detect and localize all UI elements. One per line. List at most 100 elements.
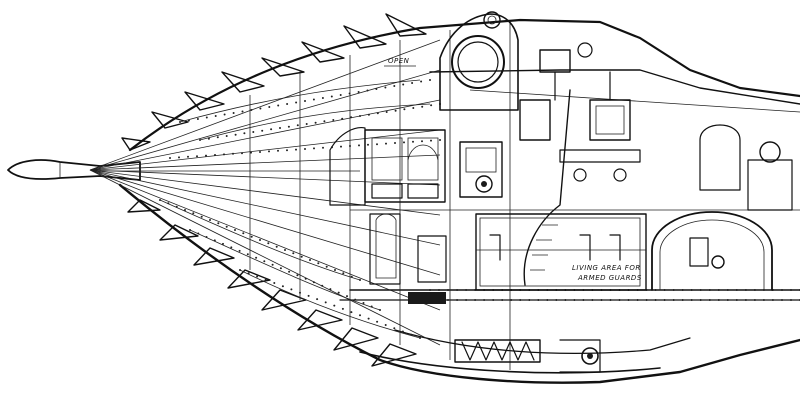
rivet (555, 299, 558, 301)
rivet (349, 145, 351, 147)
rivet (333, 304, 336, 307)
rivet (410, 333, 413, 336)
rivet (271, 263, 274, 266)
rivet (314, 121, 317, 124)
rivet (199, 139, 201, 141)
rivet (209, 219, 211, 221)
rivet (348, 92, 351, 95)
rivet (350, 311, 353, 314)
rivet (292, 252, 295, 255)
rivet (708, 299, 711, 301)
rivet (205, 236, 208, 238)
rivet (216, 136, 219, 139)
rivet (322, 146, 324, 149)
rivet (250, 235, 253, 238)
rivet (735, 299, 738, 301)
rivet (250, 151, 252, 154)
rivet (419, 337, 421, 339)
rivet (726, 289, 729, 291)
rivet (753, 299, 756, 301)
rivet (232, 152, 234, 155)
rivet (268, 150, 270, 153)
rivet (379, 309, 381, 311)
rivet (366, 89, 369, 92)
rivet (393, 327, 396, 330)
open-label-group: OPEN (384, 57, 416, 67)
rivet (618, 299, 621, 301)
rivet (362, 302, 365, 304)
rivet (239, 269, 241, 271)
rivet (222, 242, 224, 245)
rivet (762, 299, 765, 301)
rivet (329, 288, 332, 291)
rivet (252, 131, 255, 133)
rivet (385, 111, 388, 113)
living-area-label-line2: ARMED GUARDS (577, 274, 642, 282)
rivet (412, 140, 414, 143)
rivet (359, 279, 361, 281)
rivet (726, 299, 729, 301)
rivet (519, 299, 522, 301)
rivet (339, 94, 342, 96)
rivet (296, 124, 299, 127)
rivet (465, 299, 468, 301)
rivet (273, 282, 276, 284)
rivet (501, 299, 504, 301)
rivet (663, 289, 666, 291)
rivet (403, 141, 405, 144)
rivet (401, 330, 404, 333)
rivet (317, 262, 320, 265)
rivet (334, 269, 336, 271)
mid-machinery (519, 42, 641, 182)
rivet (304, 148, 306, 150)
rivet (321, 97, 324, 99)
rivet (456, 289, 459, 291)
rivet (384, 86, 387, 89)
rivet (175, 205, 178, 208)
rivet (304, 100, 306, 102)
rivet (781, 289, 783, 291)
rivet (192, 212, 195, 215)
rivet (359, 314, 361, 317)
rivet (287, 125, 290, 128)
rivet (384, 324, 387, 326)
rivet (690, 289, 693, 291)
rivet (420, 80, 423, 83)
rivet (288, 270, 291, 273)
rivet (316, 298, 319, 301)
rivet (295, 148, 297, 151)
rivet (447, 299, 449, 301)
rivet (324, 301, 327, 304)
rivet (717, 299, 720, 301)
rivet (654, 289, 657, 291)
rivet (354, 298, 357, 301)
rivet (744, 299, 747, 301)
rivet (304, 277, 307, 280)
rivet (197, 232, 200, 235)
rivet (357, 91, 360, 93)
rivet (323, 120, 326, 123)
rivet (429, 289, 431, 291)
rivet (474, 299, 477, 301)
rivet (230, 246, 233, 249)
lower-spines (127, 199, 417, 367)
rivet (330, 95, 333, 98)
rivet (367, 143, 369, 146)
rivet (465, 289, 468, 291)
rivet (492, 299, 495, 301)
rivet (790, 299, 792, 301)
rivet (600, 299, 603, 301)
rivet (286, 103, 289, 105)
rivet (312, 98, 315, 101)
rivet (255, 256, 258, 259)
rivet (307, 294, 310, 297)
living-area-label-line1: LIVING AREA FOR (572, 264, 641, 272)
hull-outline (118, 18, 800, 384)
rivet (690, 299, 693, 301)
rivet (234, 133, 237, 136)
rivet (367, 317, 370, 320)
rivet (537, 299, 540, 301)
rivet (290, 288, 293, 291)
rivet (663, 299, 666, 301)
